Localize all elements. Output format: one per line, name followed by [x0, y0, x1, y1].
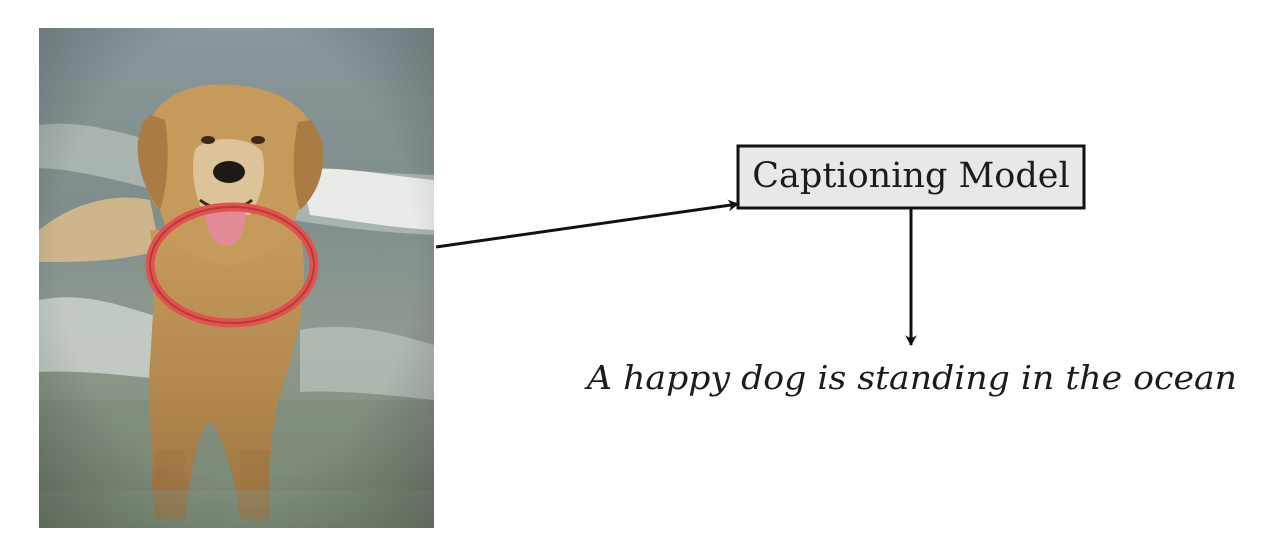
captioning-model-node: Captioning Model: [736, 144, 1086, 210]
arrow-image-to-model: [435, 199, 739, 249]
captioning-model-box: [736, 144, 1086, 210]
captioning-model-label: Captioning Model: [752, 156, 1069, 196]
input-image: [39, 28, 434, 528]
output-caption: A happy dog is standing in the ocean: [584, 358, 1237, 397]
